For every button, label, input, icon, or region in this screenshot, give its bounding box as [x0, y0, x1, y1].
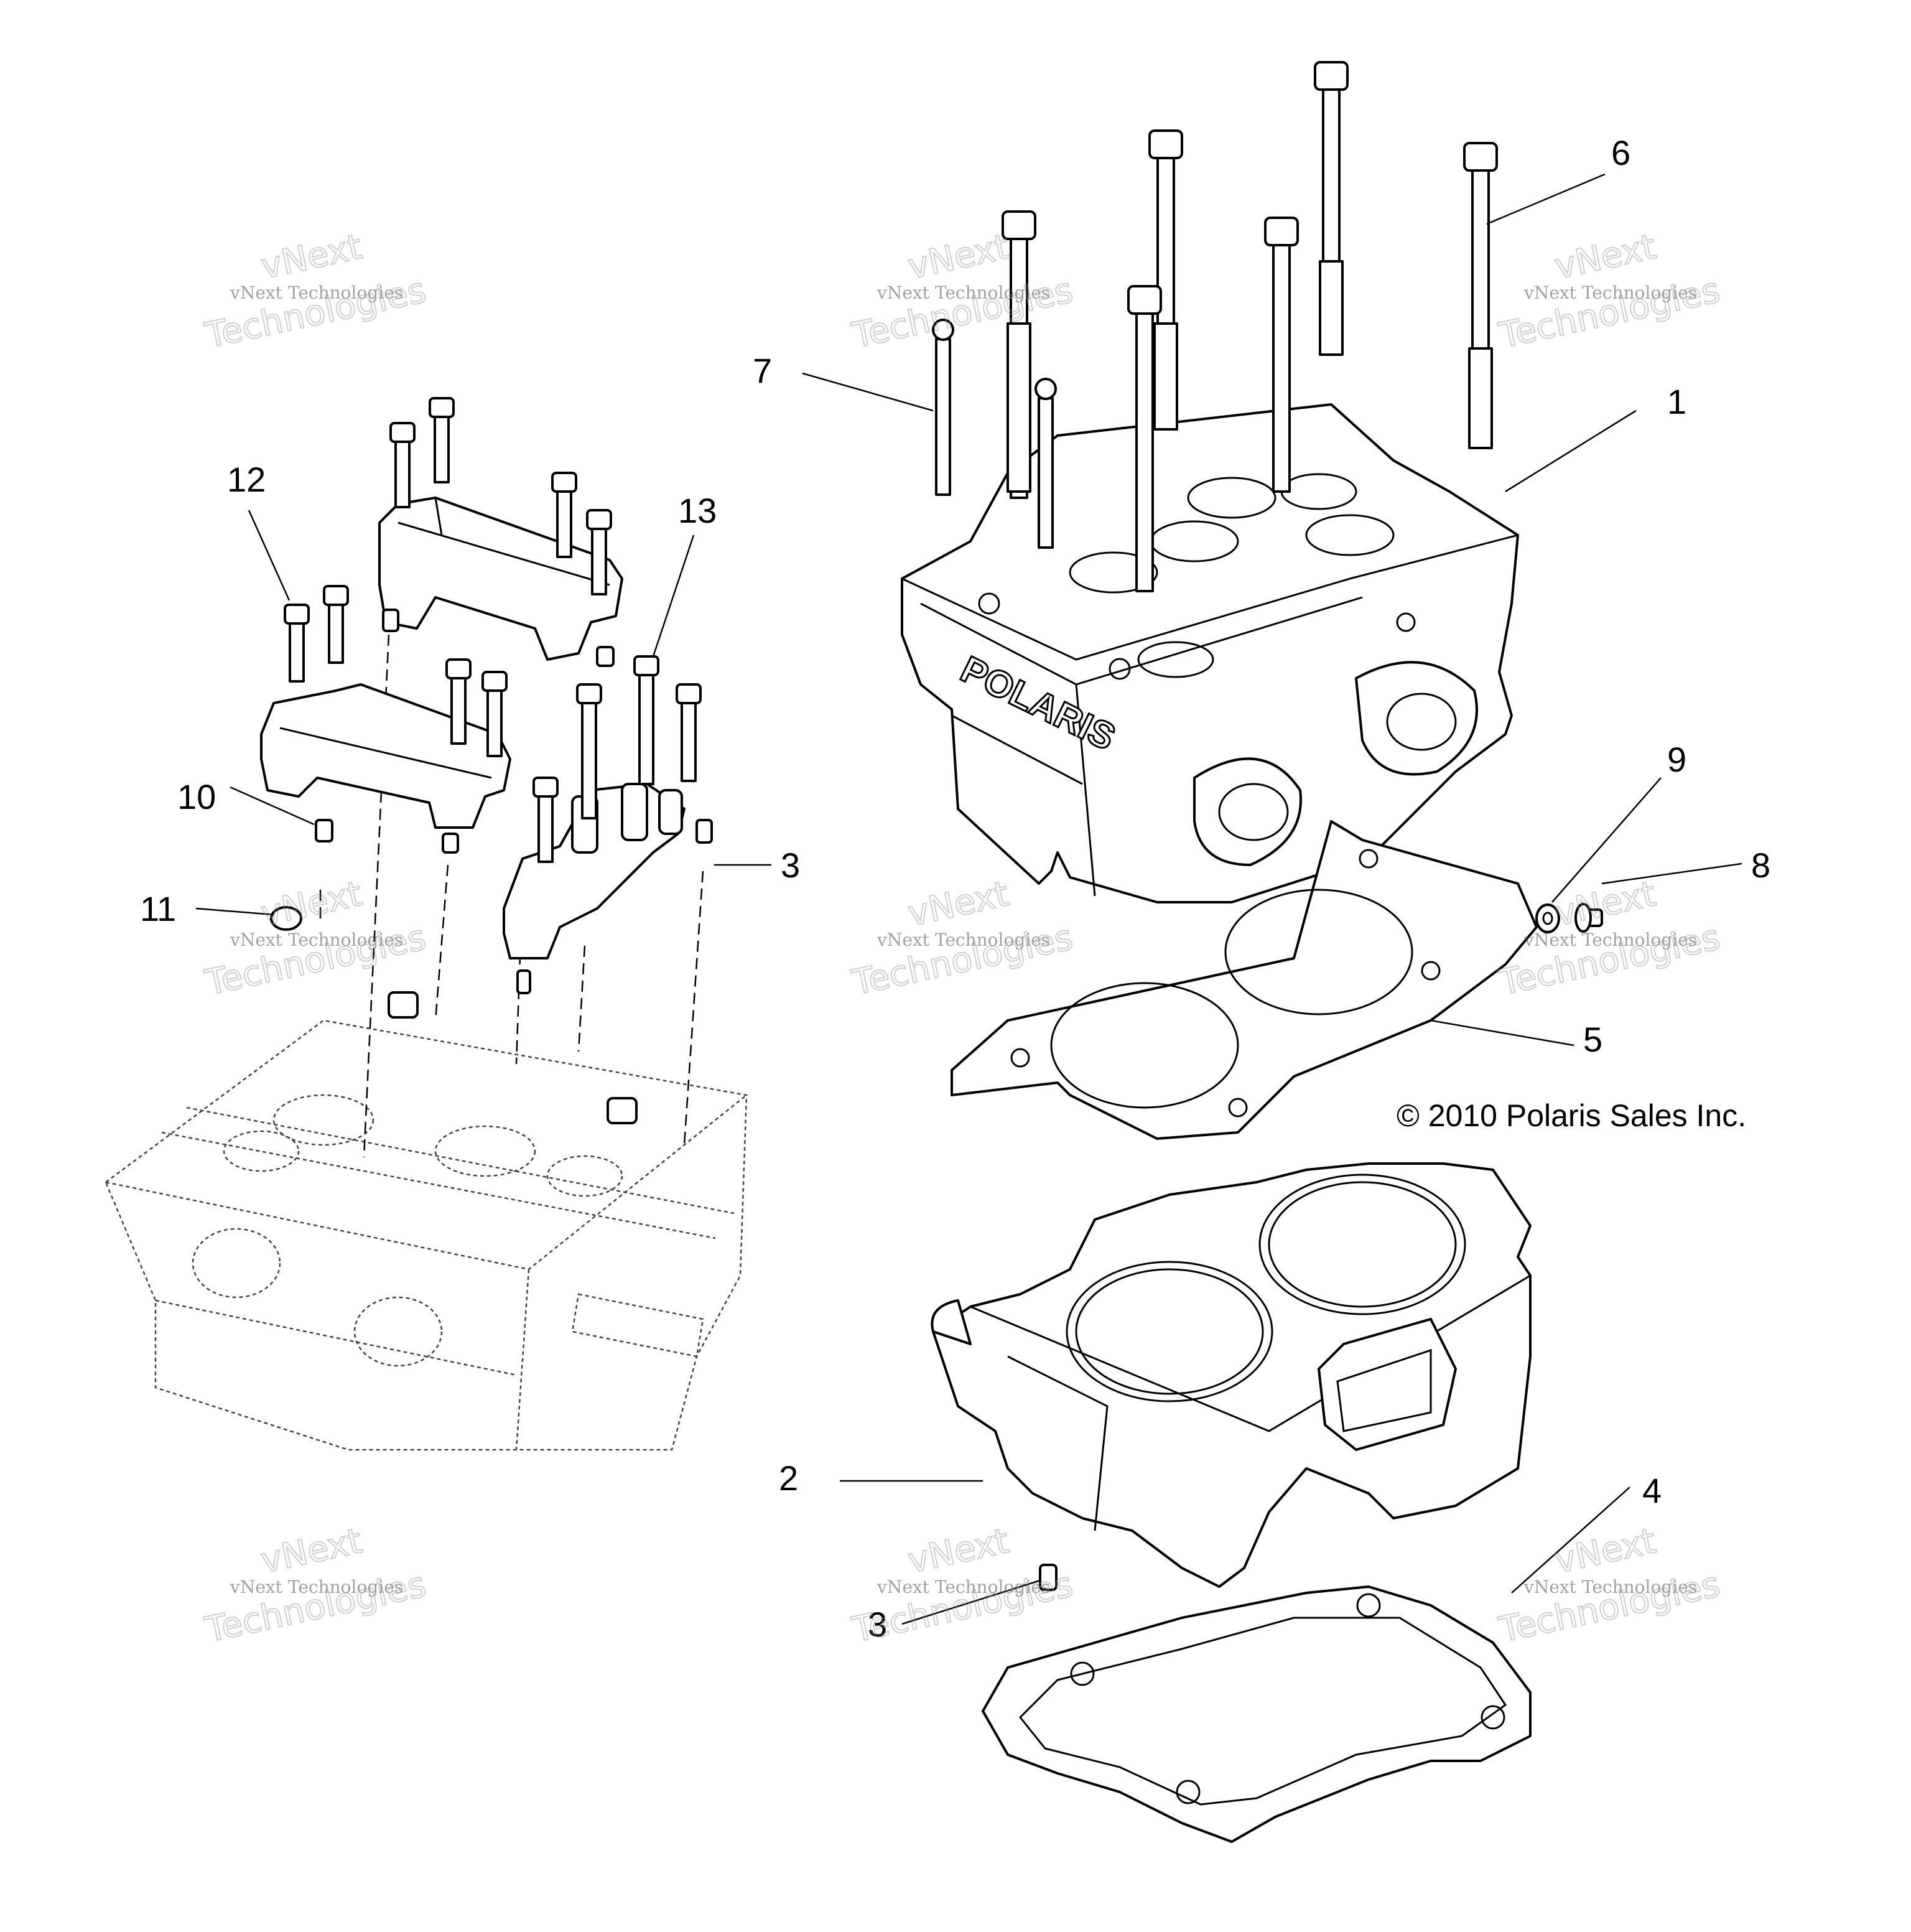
svg-text:vNext Technologies: vNext Technologies	[876, 930, 1050, 950]
camshaft-cap-upper	[378, 497, 623, 661]
svg-text:vNext Technologies: vNext Technologies	[230, 930, 403, 950]
svg-text:vNext: vNext	[258, 1521, 366, 1582]
watermark: vNext Technologies vNext Technologies	[201, 1520, 430, 1651]
svg-text:vNext: vNext	[1551, 226, 1660, 287]
cylinder-head-short-bolts	[932, 319, 1057, 549]
plug-bolt	[1574, 903, 1603, 933]
callout-1: 1	[1667, 382, 1686, 421]
callout-6: 6	[1611, 133, 1630, 172]
callout-8: 8	[1751, 846, 1770, 885]
dowel-pins-left	[270, 609, 713, 1124]
watermark: vNext Technologies vNext Technologies	[848, 226, 1077, 357]
svg-text:vNext: vNext	[1551, 874, 1660, 935]
callout-9: 9	[1667, 740, 1686, 779]
svg-text:vNext: vNext	[904, 1521, 1013, 1582]
watermark: vNext Technologies vNext Technologies	[1495, 1520, 1724, 1651]
svg-text:vNext Technologies: vNext Technologies	[876, 1577, 1050, 1597]
reference-cylinder-head-ghost	[105, 1019, 748, 1451]
copyright-notice: © 2010 Polaris Sales Inc.	[1397, 1098, 1746, 1133]
callout-13: 13	[678, 491, 717, 530]
svg-text:vNext: vNext	[1551, 1521, 1660, 1582]
svg-text:vNext Technologies: vNext Technologies	[230, 1577, 403, 1597]
callout-12: 12	[227, 460, 266, 499]
svg-text:vNext Technologies: vNext Technologies	[1523, 282, 1697, 303]
callout-10: 10	[177, 777, 216, 816]
svg-text:vNext: vNext	[258, 874, 366, 935]
cylinder-head-bolts	[1002, 61, 1498, 592]
callout-2: 2	[779, 1458, 798, 1498]
callout-11: 11	[140, 889, 176, 928]
watermark: vNext Technologies vNext Technologies	[201, 226, 430, 357]
cylinder-block	[931, 1162, 1532, 1588]
watermark: vNext Technologies vNext Technologies	[848, 873, 1077, 1004]
callout-4: 4	[1642, 1471, 1662, 1510]
base-gasket	[982, 1585, 1532, 1843]
callout-labels: 1 2 3 3 4 5 6 7 8 9 10 11 12 13	[140, 133, 1770, 1644]
svg-text:vNext Technologies: vNext Technologies	[1523, 1577, 1697, 1597]
callout-3-lower: 3	[868, 1605, 887, 1644]
svg-text:vNext: vNext	[904, 226, 1013, 287]
callout-3-upper: 3	[781, 846, 800, 885]
svg-text:vNext Technologies: vNext Technologies	[1523, 930, 1697, 950]
cylinder-head: POLARIS	[901, 403, 1519, 903]
svg-text:vNext: vNext	[258, 226, 366, 287]
svg-text:vNext Technologies: vNext Technologies	[230, 282, 403, 303]
camshaft-cap-bolts	[284, 397, 702, 863]
callout-7: 7	[753, 351, 772, 390]
watermark: vNext Technologies vNext Technologies	[1495, 226, 1724, 357]
dowel-pin-lower	[1039, 1564, 1058, 1591]
camshaft-cap-lower	[260, 683, 511, 829]
watermark: vNext Technologies vNext Technologies	[848, 1520, 1077, 1651]
head-gasket	[951, 820, 1538, 1140]
watermark: vNext Technologies vNext Technologies	[201, 873, 430, 1004]
leader-lines	[195, 173, 1742, 1625]
washer	[1535, 903, 1560, 933]
svg-text:vNext: vNext	[904, 874, 1013, 935]
watermark: vNext Technologies vNext Technologies	[1495, 873, 1724, 1004]
callout-5: 5	[1583, 1020, 1602, 1059]
svg-text:vNext Technologies: vNext Technologies	[876, 282, 1050, 303]
